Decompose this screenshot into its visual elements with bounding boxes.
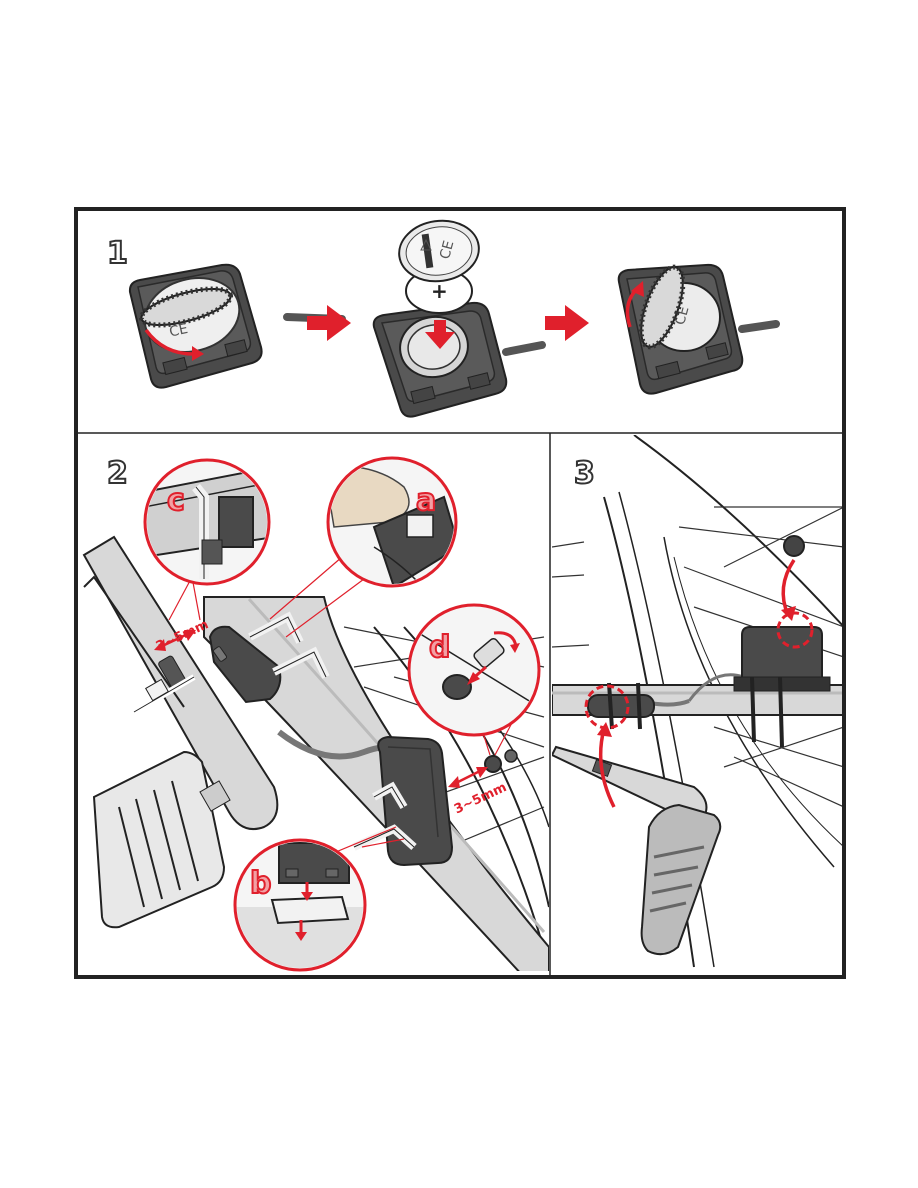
callout-d-letter: d [429,630,450,665]
step-3-label: 3 [574,456,595,491]
step-1-label: 1 [107,236,128,271]
step-2-label: 2 [107,456,128,491]
speed-sensor-module [378,737,452,865]
spoke-magnet-3 [784,536,804,556]
callout-a-letter: a [416,483,436,518]
spoke-magnet [485,756,501,772]
reed-sensor-3 [588,695,654,717]
instruction-diagram: 1 CE + [74,207,846,979]
callout-c-letter: c [167,483,185,518]
battery-plus: + [431,279,448,303]
callout-b-letter: b [250,866,271,901]
callout-d: d [409,605,539,735]
